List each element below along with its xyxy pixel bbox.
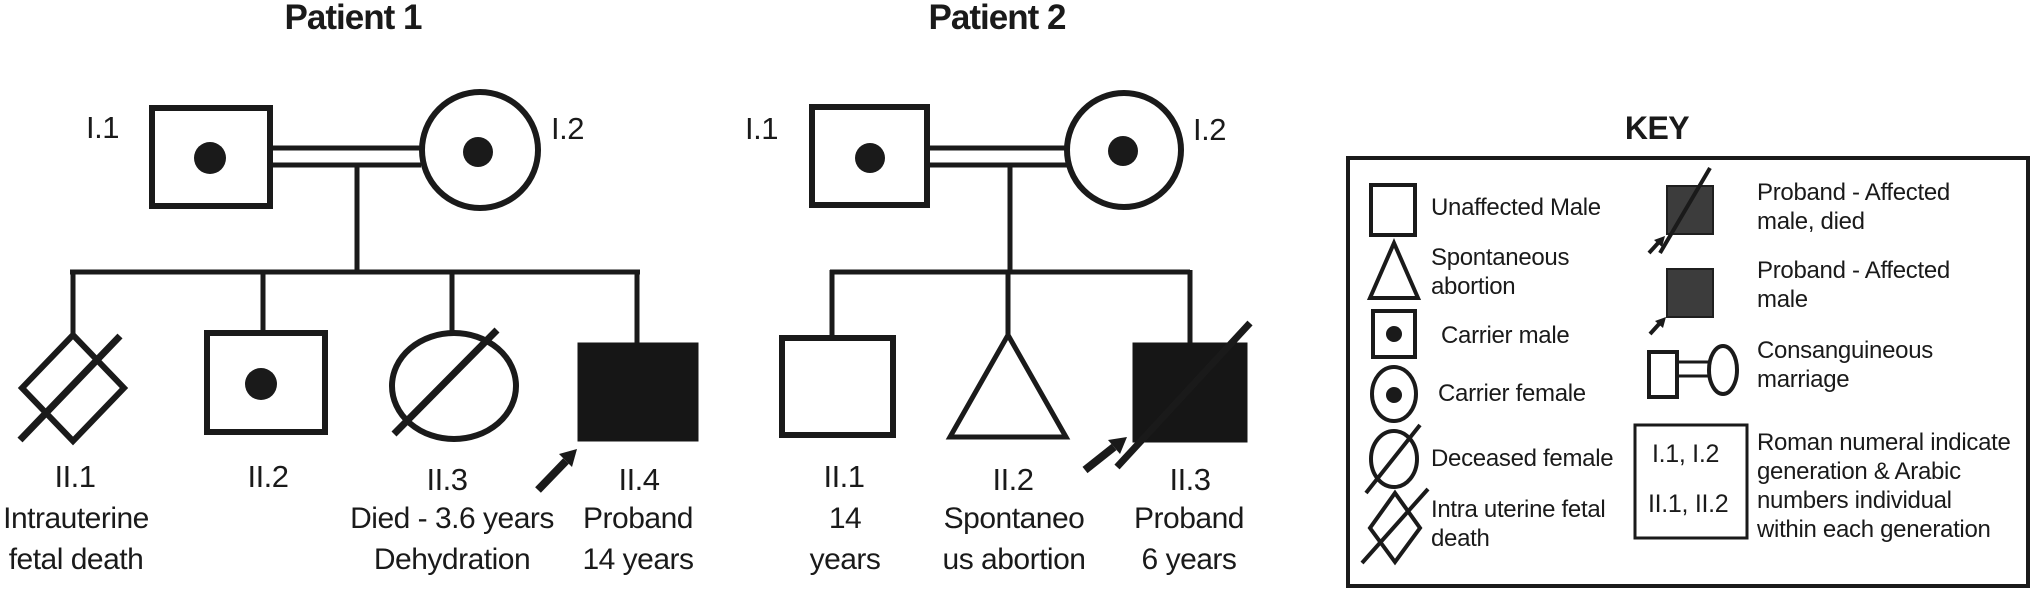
p2-i2-label: I.2: [1193, 112, 1226, 147]
key-spontaneous-abortion-icon: [1366, 237, 1422, 300]
p1-i1-label: I.1: [86, 110, 119, 145]
key-proband-icon: [1666, 268, 1714, 318]
p2-ii2-label: II.2: [992, 462, 1034, 497]
p2-i2-carrier-dot: [1108, 136, 1138, 166]
key-unaffected-male-icon: [1369, 183, 1417, 237]
p2-ii1-label: II.1: [823, 459, 865, 494]
p1-ii4-label: II.4: [618, 462, 660, 497]
p1-i2-carrier-dot: [463, 137, 493, 167]
key-carrier-male-dot: [1386, 326, 1402, 342]
p1-ii3-deceased-slash: [391, 327, 500, 437]
p1-ii4-note: Proband 14 years: [582, 502, 694, 576]
key-label-carrier-male: Carrier male: [1441, 322, 1570, 349]
key-example-generation1: I.1, I.2: [1652, 440, 1720, 468]
patient1-pedigree: [17, 89, 699, 493]
key-label-consanguineous: Consanguineous marriage: [1757, 337, 1933, 393]
key-carrier-female-dot: [1386, 387, 1402, 403]
key-label-unaffected-male: Unaffected Male: [1431, 194, 1601, 221]
key-label-deceased-female: Deceased female: [1431, 445, 1614, 472]
key-label-generation-notation: Roman numeral indicate generation & Arab…: [1757, 429, 2011, 543]
key-proband-died-icon: [1666, 185, 1714, 235]
p2-ii1-unaffected-male-symbol: [779, 335, 896, 438]
key-example-generation2: II.1, II.2: [1648, 490, 1729, 518]
key-label-proband: Proband - Affected male: [1757, 257, 1950, 313]
key-deceased-female-slash: [1364, 423, 1422, 495]
key-consanguineous-square: [1647, 350, 1679, 399]
key-proband-arrow-icon: [1655, 317, 1666, 328]
p1-ii2-label: II.2: [247, 459, 289, 494]
key-proband-arrow-shaft: [1648, 321, 1662, 336]
p1-ii2-carrier-dot: [245, 368, 277, 400]
key-label-spontaneous-abortion: Spontaneous abortion: [1431, 244, 1570, 300]
p1-proband-arrow-icon: [559, 449, 577, 467]
p2-i1-carrier-dot: [855, 143, 885, 173]
key-proband-died-arrow-shaft: [1647, 240, 1661, 255]
p1-i1-carrier-dot: [194, 142, 226, 174]
p1-ii1-deceased-slash: [17, 333, 123, 443]
p2-ii2-note: Spontaneo us abortion: [942, 502, 1086, 576]
p1-ii4-proband-affected-male-symbol: [577, 342, 699, 442]
key-label-fetal-death: Intra uterine fetal death: [1431, 496, 1606, 552]
p1-ii1-label: II.1: [54, 459, 96, 494]
p2-proband-arrow-shaft: [1082, 443, 1117, 474]
patient2-pedigree: [779, 90, 1253, 474]
patient2-title: Patient 2: [928, 0, 1067, 37]
p1-ii1-note: Intrauterine fetal death: [3, 502, 149, 576]
key-fetal-death-slash: [1360, 487, 1430, 565]
p1-proband-arrow-shaft: [535, 458, 569, 493]
p1-ii3-label: II.3: [426, 462, 468, 497]
key-title: KEY: [1624, 110, 1690, 146]
key-consanguineous-circle: [1707, 344, 1739, 396]
patient1-title: Patient 1: [284, 0, 423, 37]
p2-ii3-note: Proband 6 years: [1134, 502, 1244, 576]
p1-i2-label: I.2: [551, 111, 584, 146]
key-proband-died-arrow-icon: [1654, 236, 1665, 247]
p2-ii1-note: 14 years: [809, 502, 881, 576]
p1-ii3-deceased-female-symbol: [389, 330, 519, 442]
key-proband-died-slash: [1658, 166, 1712, 255]
p1-ii3-note: Died - 3.6 years Dehydration: [350, 502, 554, 576]
key-label-proband-died: Proband - Affected male, died: [1757, 179, 1950, 235]
p2-proband-arrow-icon: [1108, 437, 1127, 454]
p2-ii3-label: II.3: [1169, 462, 1211, 497]
key-label-carrier-female: Carrier female: [1438, 380, 1586, 407]
p2-ii3-deceased-slash: [1114, 320, 1253, 470]
key-drawing: [1346, 156, 2030, 588]
key-notation-box: [1633, 423, 1749, 540]
p2-ii2-spontaneous-abortion-triangle: [945, 329, 1071, 440]
p2-i1-label: I.1: [745, 111, 778, 146]
